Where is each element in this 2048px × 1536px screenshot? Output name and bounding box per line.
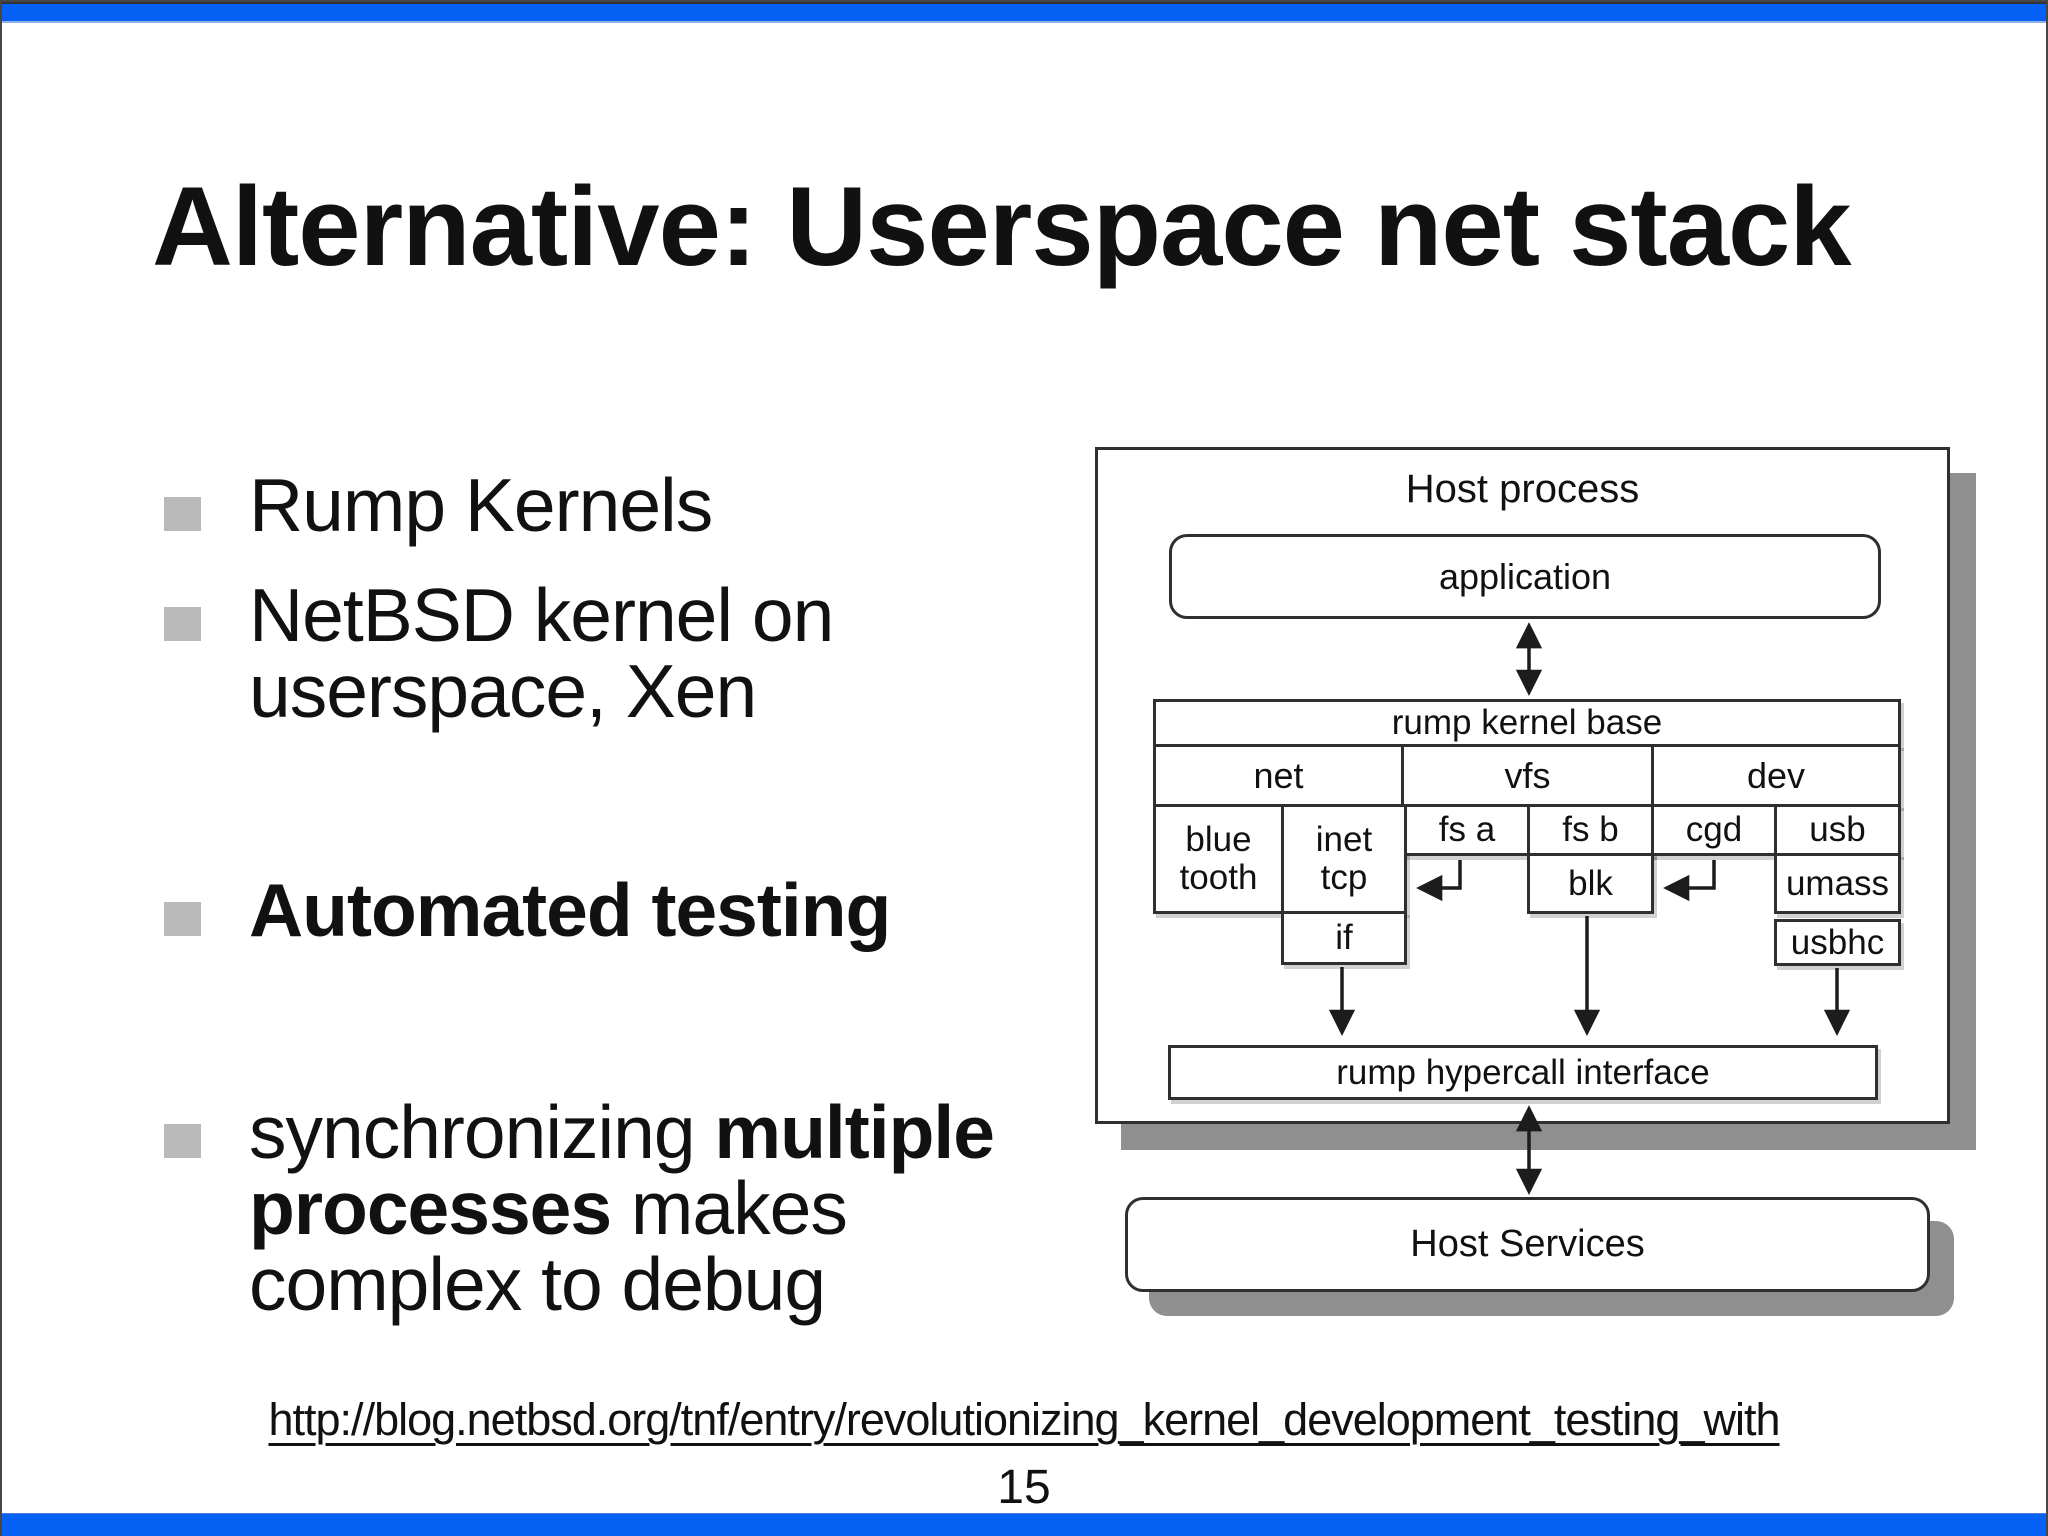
fs-a-cell: fs a — [1404, 804, 1530, 856]
slide-title: Alternative: Userspace net stack — [152, 164, 1852, 289]
host-services-box: Host Services — [1125, 1197, 1930, 1292]
blk-cell: blk — [1527, 853, 1654, 914]
host-services-label: Host Services — [1410, 1223, 1645, 1265]
net-column-header: net — [1153, 744, 1404, 807]
top-accent-bar — [2, 2, 2046, 23]
bullet-text: Automated testing — [249, 868, 891, 952]
bullet-text: Rump Kernels — [249, 463, 713, 547]
application-box: application — [1169, 534, 1881, 619]
page-number: 15 — [997, 1461, 1051, 1514]
host-process-label: Host process — [1405, 466, 1640, 511]
bullet-square-icon — [164, 497, 201, 531]
vfs-column-header: vfs — [1401, 744, 1654, 807]
bottom-accent-bar — [2, 1513, 2046, 1536]
umass-cell: umass — [1774, 853, 1901, 914]
fs-b-cell: fs b — [1527, 804, 1654, 856]
usb-cell: usb — [1774, 804, 1901, 856]
bullet-square-icon — [164, 1124, 201, 1158]
dev-column-header: dev — [1651, 744, 1901, 807]
bullet-square-icon — [164, 607, 201, 641]
if-cell: if — [1281, 911, 1407, 965]
footer-link[interactable]: http://blog.netbsd.org/tnf/entry/revolut… — [268, 1394, 1781, 1445]
bluetooth-cell: blue tooth — [1153, 804, 1284, 914]
usbhc-cell: usbhc — [1774, 919, 1901, 966]
cgd-cell: cgd — [1651, 804, 1777, 856]
inet-tcp-cell: inet tcp — [1281, 804, 1407, 914]
rump-kernel-base-box: rump kernel base — [1153, 699, 1901, 747]
bullet-text: synchronizing multiple processes makes c… — [249, 1090, 995, 1326]
application-label: application — [1438, 555, 1612, 597]
rump-kernel-diagram: Host process application rump kernel bas… — [1095, 447, 1950, 1124]
bullet-square-icon — [164, 902, 201, 936]
rump-hypercall-interface-box: rump hypercall interface — [1168, 1045, 1878, 1100]
bullet-text: NetBSD kernel on userspace, Xen — [249, 573, 834, 733]
